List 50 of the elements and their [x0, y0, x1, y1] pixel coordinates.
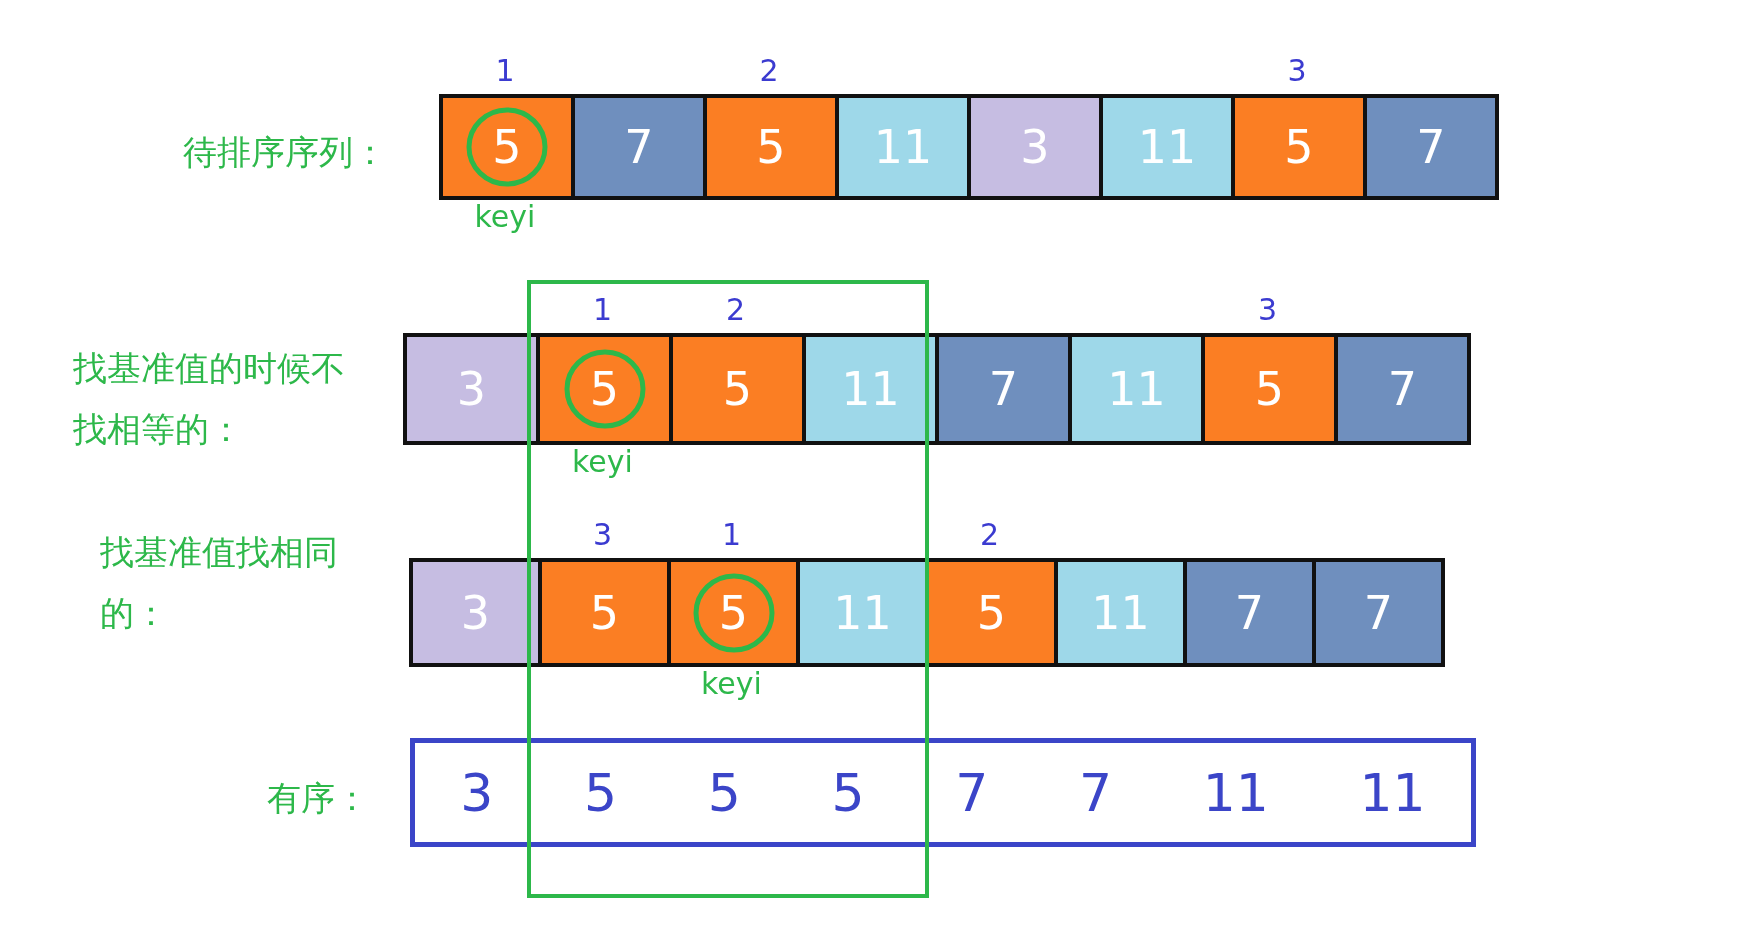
- cell-value: 7: [1387, 366, 1418, 412]
- sorted-value: 11: [1359, 766, 1426, 819]
- cell-value: 11: [833, 589, 892, 636]
- index-number: 1: [495, 56, 515, 86]
- cell-value: 7: [1416, 124, 1446, 170]
- index-number: 3: [1257, 295, 1278, 325]
- row-label: 有序：: [267, 777, 370, 820]
- row-label: 找基准值找相同的：: [100, 531, 339, 636]
- index-number: 2: [759, 56, 779, 86]
- sorted-value: 5: [584, 766, 618, 819]
- cell-value: 11: [873, 124, 933, 170]
- cell-value: 3: [1020, 124, 1050, 170]
- cell-value: 3: [460, 589, 491, 636]
- cell-value: 7: [1234, 589, 1265, 636]
- cell-value: 5: [589, 366, 620, 412]
- sorted-value: 7: [1078, 766, 1112, 819]
- index-number: 2: [725, 295, 746, 325]
- index-number: 3: [592, 520, 613, 550]
- cell-value: 5: [756, 124, 786, 170]
- cell-value: 11: [841, 366, 900, 412]
- sorted-value: 5: [831, 766, 865, 819]
- cell-value: 7: [1363, 589, 1394, 636]
- index-number: 2: [979, 520, 1000, 550]
- cell-value: 5: [589, 589, 620, 636]
- pointer-label: keyi: [701, 669, 762, 699]
- cell-value: 7: [988, 366, 1019, 412]
- pointer-label: keyi: [572, 447, 633, 477]
- sorted-array-box: [410, 738, 1476, 847]
- sorted-value: 11: [1202, 766, 1269, 819]
- index-number: 1: [721, 520, 742, 550]
- index-number: 1: [592, 295, 613, 325]
- cell-value: 5: [1254, 366, 1285, 412]
- cell-value: 7: [624, 124, 654, 170]
- row-label: 待排序序列：: [183, 131, 388, 174]
- highlight-frame: [527, 280, 929, 898]
- cell-value: 5: [722, 366, 753, 412]
- sorted-value: 3: [460, 766, 494, 819]
- sorted-value: 5: [707, 766, 741, 819]
- sorted-value: 7: [955, 766, 989, 819]
- cell-value: 5: [976, 589, 1007, 636]
- cell-value: 11: [1137, 124, 1197, 170]
- index-number: 3: [1287, 56, 1307, 86]
- cell-value: 5: [492, 124, 522, 170]
- cell-value: 11: [1091, 589, 1150, 636]
- pointer-label: keyi: [474, 202, 536, 232]
- cell-value: 11: [1107, 366, 1166, 412]
- row-label: 找基准值的时候不找相等的：: [73, 347, 346, 452]
- cell-value: 3: [456, 366, 487, 412]
- cell-value: 5: [1284, 124, 1314, 170]
- cell-value: 5: [718, 589, 749, 636]
